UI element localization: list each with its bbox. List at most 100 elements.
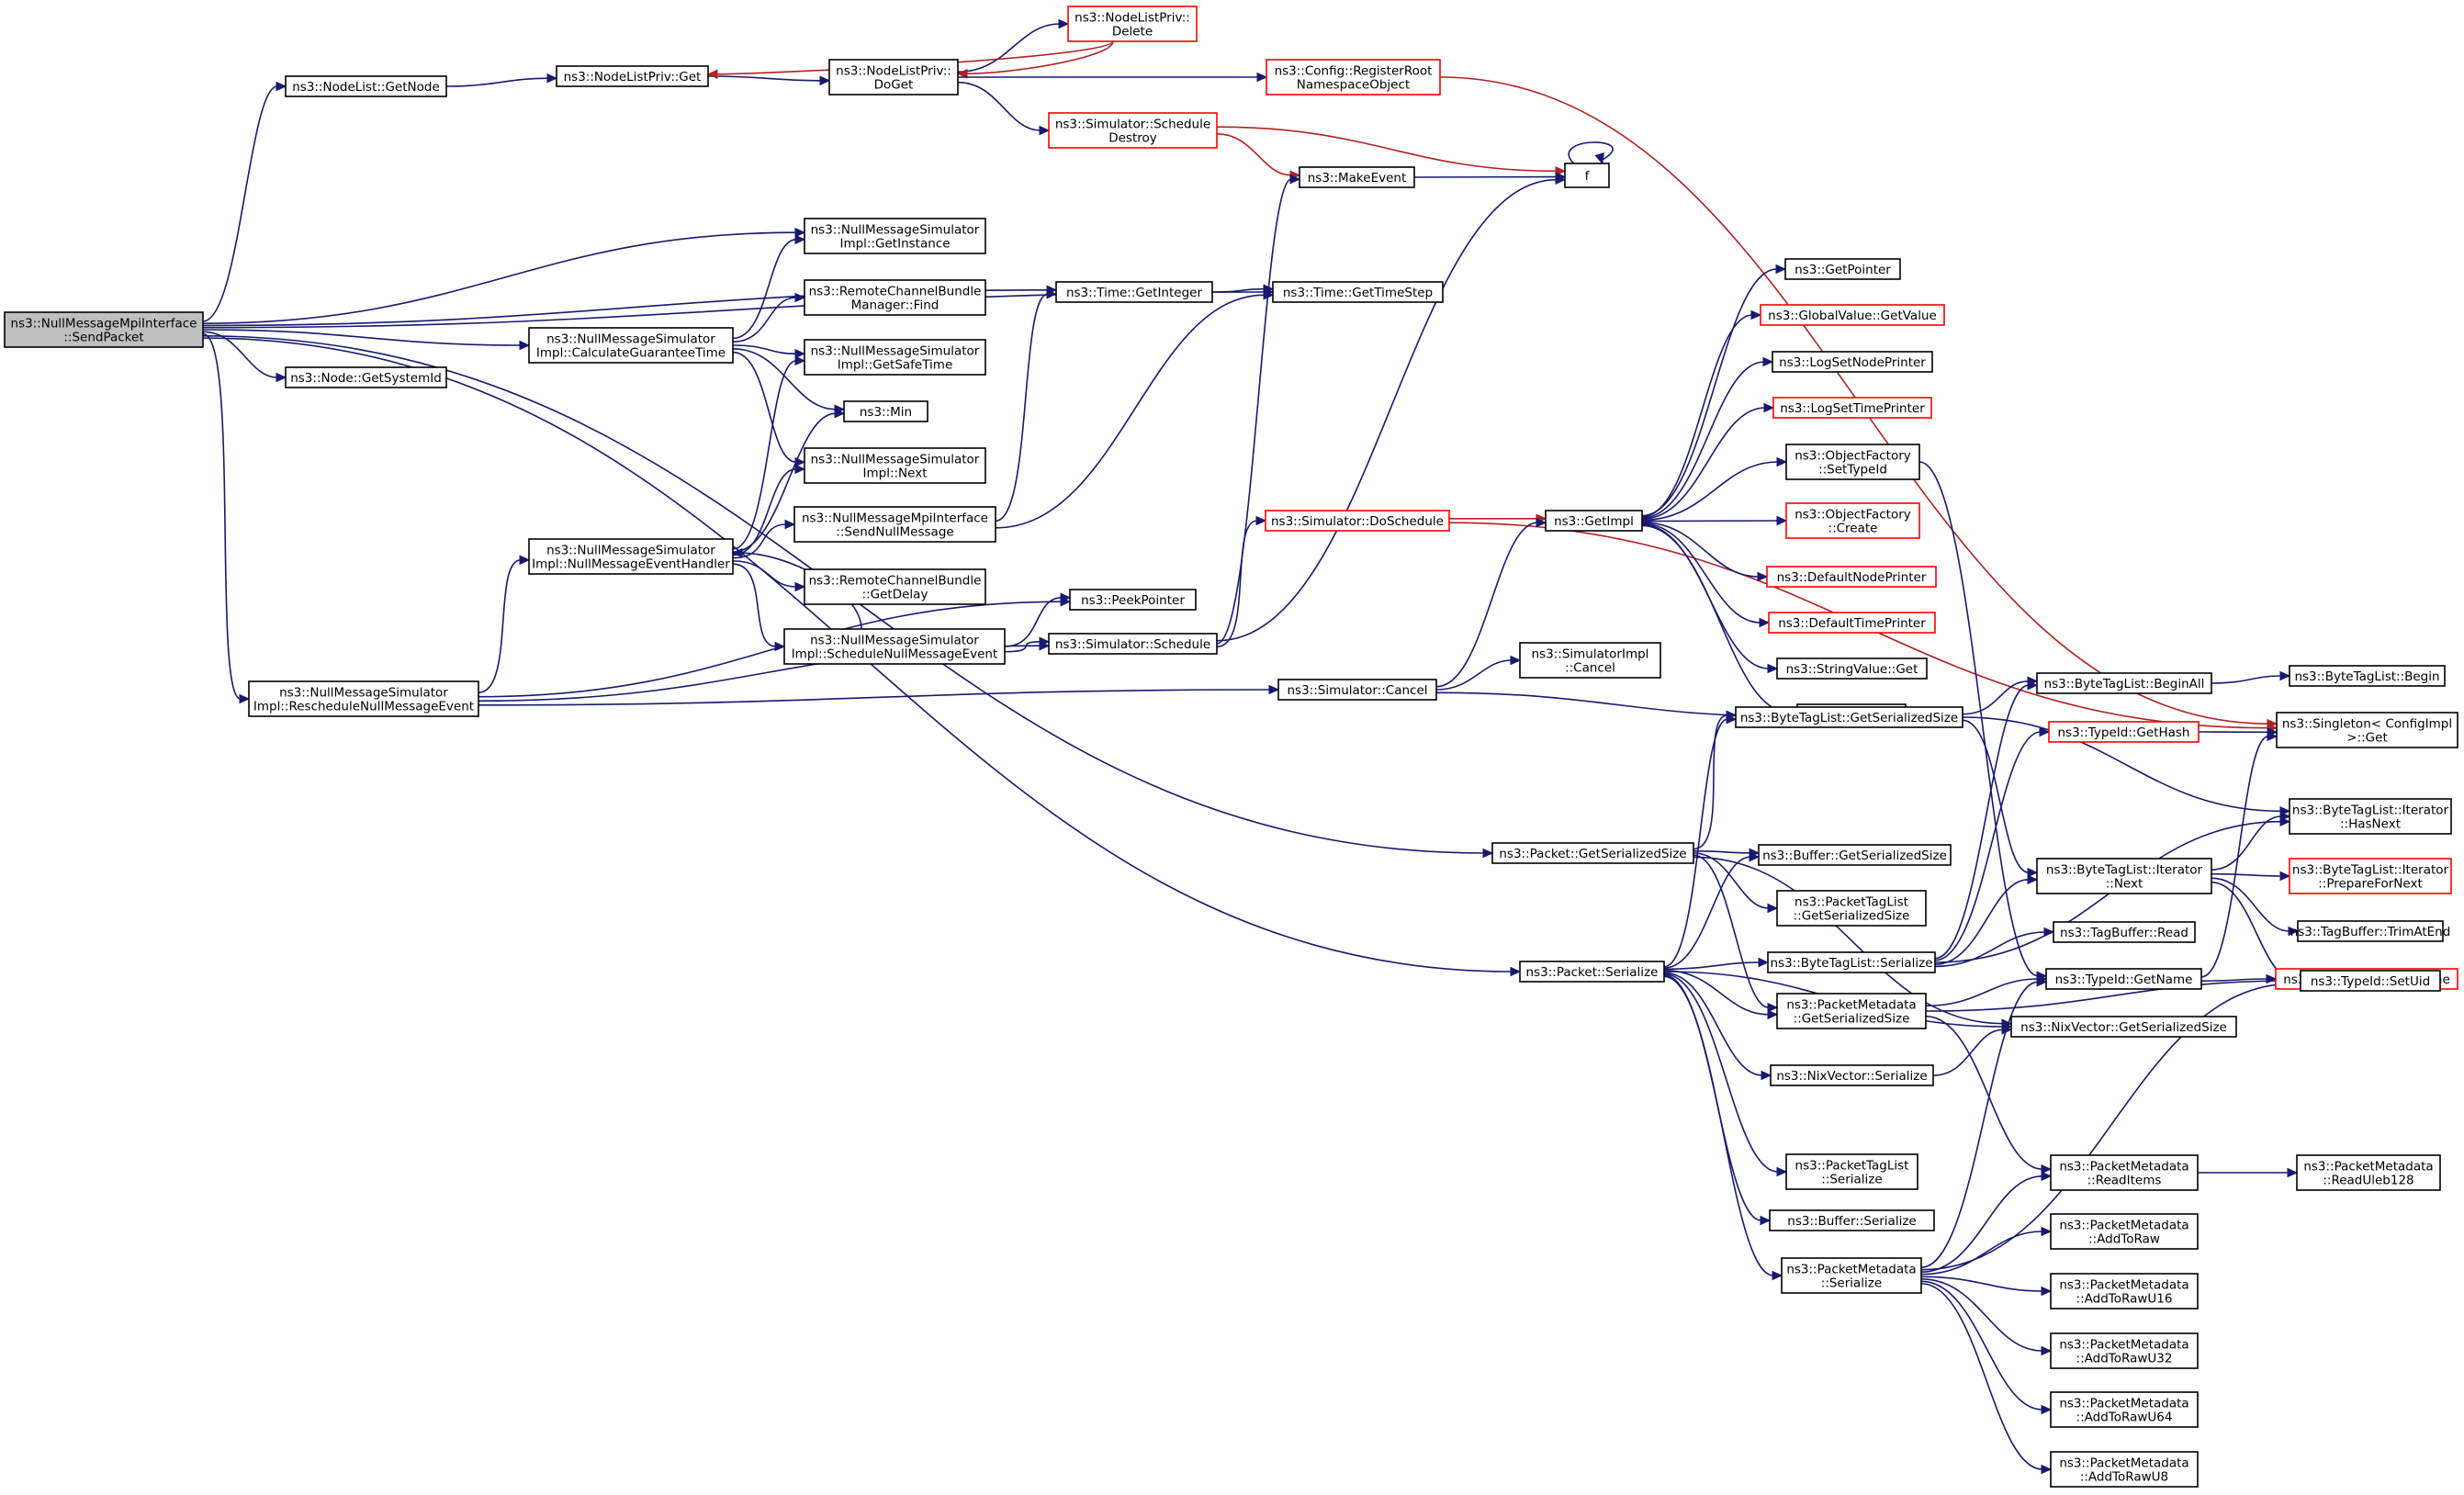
node-makeevent[interactable]: ns3::MakeEvent (1299, 166, 1415, 188)
edge-nms_calcguarantee-to-nms_getsafetime (732, 344, 806, 359)
node-pm_addtoraw[interactable]: ns3::PacketMetadata::AddToRaw (2050, 1213, 2199, 1250)
node-pm_addtorawu8[interactable]: ns3::PacketMetadata::AddToRawU8 (2050, 1451, 2199, 1488)
node-label: ::GetSerializedSize (1794, 1012, 1910, 1027)
node-min[interactable]: ns3::Min (843, 400, 928, 422)
node-sim_doschedule[interactable]: ns3::Simulator::DoSchedule (1265, 510, 1450, 532)
node-globalvalue_getvalue[interactable]: ns3::GlobalValue::GetValue (1760, 304, 1945, 326)
node-time_gettimestep[interactable]: ns3::Time::GetTimeStep (1272, 281, 1444, 303)
node-label: ns3::NullMessageSimulator (546, 332, 715, 347)
node-typeid_setuid[interactable]: ns3::TypeId::SetUid (2300, 970, 2441, 992)
node-label: ns3::Simulator::Schedule (1055, 637, 1210, 652)
node-stringvalue_get[interactable]: ns3::StringValue::Get (1776, 658, 1928, 680)
node-nms_getinstance[interactable]: ns3::NullMessageSimulatorImpl::GetInstan… (804, 218, 986, 254)
edge-nms_calcguarantee-to-rcbm_find (732, 292, 806, 343)
node-typeid_gethash[interactable]: ns3::TypeId::GetHash (2048, 721, 2200, 743)
node-btl_it_hasnext[interactable]: ns3::ByteTagList::Iterator::HasNext (2289, 798, 2452, 835)
edge-packet_getsersize-to-btl_getsersize (1693, 710, 1738, 850)
edge-btl_it_next-to-tagbuffer_trimatend (2211, 877, 2300, 937)
node-logsettimeprinter[interactable]: ns3::LogSetTimePrinter (1772, 397, 1932, 419)
node-btl_it_prepare[interactable]: ns3::ByteTagList::Iterator::PrepareForNe… (2289, 858, 2452, 894)
node-btl_beginall[interactable]: ns3::ByteTagList::BeginAll (2036, 672, 2212, 694)
edge-packet_serialize-to-btl_getsersize (1663, 714, 1738, 968)
node-nmmi_sendnull[interactable]: ns3::NullMessageMpiInterface::SendNullMe… (793, 506, 996, 543)
node-pm_serialize[interactable]: ns3::PacketMetadata::Serialize (1781, 1257, 1922, 1294)
node-pm_getsersize[interactable]: ns3::PacketMetadata::GetSerializedSize (1776, 993, 1927, 1029)
node-singleton_get[interactable]: ns3::Singleton< ConfigImpl >::Get (2276, 712, 2458, 748)
node-nms_reschedulenull[interactable]: ns3::NullMessageSimulatorImpl::Reschedul… (248, 680, 479, 717)
node-defaultnodeprinter[interactable]: ns3::DefaultNodePrinter (1766, 566, 1937, 588)
node-label: ns3::NullMessageSimulator (810, 634, 979, 648)
node-sim_schedule[interactable]: ns3::Simulator::Schedule (1048, 633, 1218, 655)
node-label: ns3::ObjectFactory (1795, 449, 1911, 464)
node-label: ns3::PacketTagList (1795, 895, 1908, 910)
node-label: ns3::NullMessageMpiInterface (10, 317, 197, 332)
node-node_getsystemid[interactable]: ns3::Node::GetSystemId (285, 366, 447, 388)
node-getpointer[interactable]: ns3::GetPointer (1784, 258, 1901, 280)
node-label: ns3::PacketMetadata (2303, 1160, 2433, 1175)
node-pm_readitems[interactable]: ns3::PacketMetadata::ReadItems (2050, 1154, 2199, 1191)
node-packet_serialize[interactable]: ns3::Packet::Serialize (1519, 961, 1665, 983)
node-defaulttimeprinter[interactable]: ns3::DefaultTimePrinter (1768, 612, 1936, 634)
node-pm_addtorawu16[interactable]: ns3::PacketMetadata::AddToRawU16 (2050, 1273, 2199, 1310)
node-label: ns3::NullMessageSimulator (811, 344, 980, 359)
node-btl_begin[interactable]: ns3::ByteTagList::Begin (2289, 665, 2446, 687)
node-sim_cancel[interactable]: ns3::Simulator::Cancel (1277, 679, 1437, 701)
node-nodelistpriv_get[interactable]: ns3::NodeListPriv::Get (556, 65, 709, 87)
node-pm_addtorawu32[interactable]: ns3::PacketMetadata::AddToRawU32 (2050, 1332, 2199, 1369)
node-typeid_getname[interactable]: ns3::TypeId::GetName (2045, 968, 2202, 990)
node-btl_getsersize[interactable]: ns3::ByteTagList::GetSerializedSize (1735, 706, 1963, 728)
node-nix_serialize[interactable]: ns3::NixVector::Serialize (1770, 1064, 1934, 1086)
node-label: ns3::PacketMetadata (2059, 1397, 2188, 1411)
node-buffer_getsersize[interactable]: ns3::Buffer::GetSerializedSize (1758, 844, 1952, 866)
edge-packet_serialize-to-nix_serialize (1663, 972, 1772, 1081)
node-rcb_getdelay[interactable]: ns3::RemoteChannelBundle::GetDelay (804, 568, 986, 605)
edge-typeid_gethash-to-singleton_get (2198, 727, 2278, 737)
node-nodelistpriv_delete[interactable]: ns3::NodeListPriv::Delete (1067, 6, 1198, 42)
edge-btl_serialize-to-btl_beginall (1934, 680, 2039, 960)
node-nodelist_getnode[interactable]: ns3::NodeList::GetNode (285, 75, 447, 97)
node-label: ns3::PacketMetadata (2059, 1219, 2188, 1233)
node-objfactory_settypeid[interactable]: ns3::ObjectFactory::SetTypeId (1785, 444, 1920, 480)
node-nms_schedulenull[interactable]: ns3::NullMessageSimulatorImpl::ScheduleN… (783, 628, 1006, 665)
node-ptl_getsersize[interactable]: ns3::PacketTagList::GetSerializedSize (1776, 890, 1927, 927)
edge-pm_serialize-to-pm_addtorawu8 (1920, 1283, 2053, 1475)
node-nodelistpriv_doget[interactable]: ns3::NodeListPriv::DoGet (828, 59, 959, 96)
edge-send_packet-to-nodelist_getnode (202, 81, 287, 322)
node-f[interactable]: f (1564, 163, 1610, 188)
node-buffer_serialize[interactable]: ns3::Buffer::Serialize (1769, 1209, 1935, 1231)
node-send_packet[interactable]: ns3::NullMessageMpiInterface::SendPacket (4, 311, 204, 348)
node-label: ns3::Packet::GetSerializedSize (1499, 847, 1686, 861)
node-pm_addtorawu64[interactable]: ns3::PacketMetadata::AddToRawU64 (2050, 1391, 2199, 1428)
node-label: ns3::Packet::Serialize (1526, 965, 1659, 980)
edge-pm_serialize-to-pm_addtoraw (1920, 1226, 2053, 1276)
node-label: ns3::PeekPointer (1081, 593, 1185, 608)
node-simimpl_cancel[interactable]: ns3::SimulatorImpl::Cancel (1519, 642, 1661, 679)
node-tagbuffer_trimatend[interactable]: ns3::TagBuffer::TrimAtEnd (2290, 920, 2451, 942)
node-objfactory_create[interactable]: ns3::ObjectFactory::Create (1785, 502, 1920, 539)
node-tagbuffer_read[interactable]: ns3::TagBuffer::Read (2053, 921, 2196, 943)
node-label: ns3::ObjectFactory (1795, 508, 1911, 523)
node-nms_getsafetime[interactable]: ns3::NullMessageSimulatorImpl::GetSafeTi… (804, 339, 986, 376)
node-btl_it_next[interactable]: ns3::ByteTagList::Iterator::Next (2036, 858, 2212, 894)
node-pm_readuleb[interactable]: ns3::PacketMetadata::ReadUleb128 (2296, 1154, 2441, 1191)
edge-getimpl-to-objfactory_create (1641, 515, 1788, 526)
node-getimpl[interactable]: ns3::GetImpl (1545, 510, 1643, 532)
node-nms_eventhandler[interactable]: ns3::NullMessageSimulatorImpl::NullMessa… (528, 538, 734, 575)
node-label: ns3::MakeEvent (1308, 171, 1407, 185)
node-ptl_serialize[interactable]: ns3::PacketTagList::Serialize (1785, 1153, 1918, 1190)
node-logsetnodeprinter[interactable]: ns3::LogSetNodePrinter (1772, 351, 1933, 373)
node-btl_serialize[interactable]: ns3::ByteTagList::Serialize (1767, 951, 1936, 973)
node-label: ns3::SimulatorImpl (1532, 647, 1649, 662)
node-packet_getsersize[interactable]: ns3::Packet::GetSerializedSize (1491, 842, 1694, 864)
node-time_getinteger[interactable]: ns3::Time::GetInteger (1055, 281, 1213, 303)
node-label: ns3::ByteTagList::BeginAll (2044, 677, 2205, 691)
node-peekpointer[interactable]: ns3::PeekPointer (1069, 589, 1197, 611)
nodes-layer: ns3::NullMessageMpiInterface::SendPacket… (4, 6, 2458, 1488)
node-nms_calcguarantee[interactable]: ns3::NullMessageSimulatorImpl::Calculate… (528, 327, 734, 364)
node-label: Destroy (1108, 131, 1157, 146)
node-nix_getsersize[interactable]: ns3::NixVector::GetSerializedSize (2010, 1016, 2237, 1038)
